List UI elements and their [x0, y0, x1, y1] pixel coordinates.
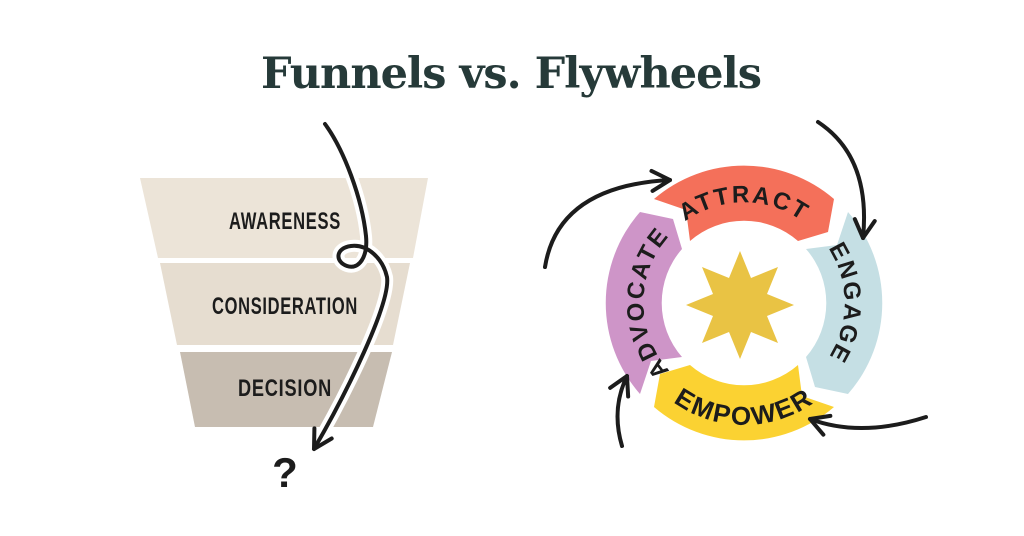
funnel-flow-arrow: ?: [272, 118, 394, 496]
funnel-flow-arrow-line: [312, 122, 390, 451]
flywheel-segment-advocate: [605, 212, 682, 394]
page-title: Funnels vs. Flywheels: [261, 49, 761, 99]
arrow-to-advocate: [608, 374, 631, 448]
flywheel-segment-empower: [654, 365, 834, 441]
funnel-diagram: AWARENESS CONSIDERATION DECISION: [140, 178, 428, 427]
arrow-attract-to-engage: [816, 120, 877, 240]
star-icon: [686, 251, 794, 359]
funnel-stage-awareness-label: AWARENESS: [229, 208, 341, 235]
funnel-stage-consideration-label: CONSIDERATION: [212, 293, 358, 320]
funnel-stage-decision-label: DECISION: [238, 375, 332, 402]
funnel-stage-consideration-shape: [160, 263, 410, 345]
flywheel-segment-engage: [806, 212, 883, 394]
question-mark: ?: [272, 449, 298, 496]
arrow-advocate-to-attract: [543, 168, 672, 269]
flywheel-diagram: ATTRACT ENGAGE EMPOWER ADVOCATE: [605, 165, 883, 441]
flywheel-arrows: [543, 120, 928, 448]
arrow-to-empower: [808, 413, 928, 437]
flywheel-segment-attract: [654, 165, 834, 241]
